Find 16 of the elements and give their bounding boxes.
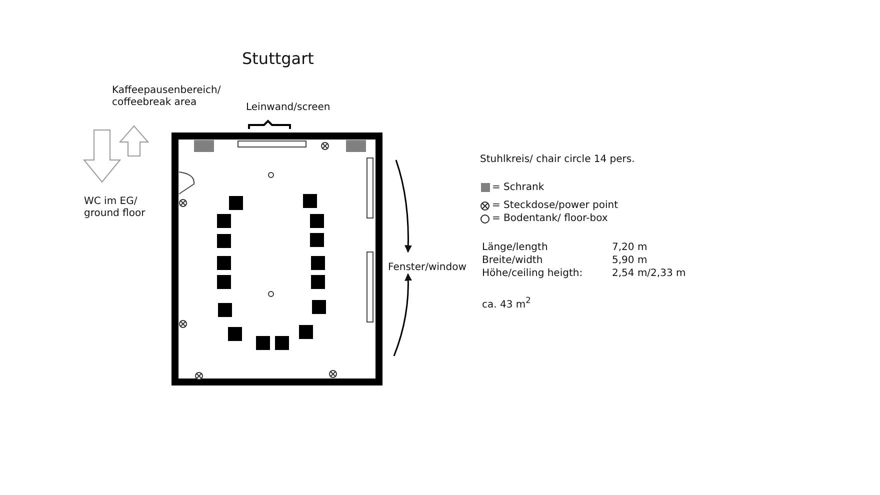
area-text: ca. 43 m$^{2}$ [482,294,531,312]
table-cell: Höhe/ceiling heigth: [482,268,583,280]
area-label: Kaffeepausenbereich/ coffeebreak area [112,85,222,109]
table-cell: 2,54 m/2,33 m [612,268,686,280]
table-cell: Länge/length [482,242,548,254]
note-text: Stuhlkreis/ chair circle 14 pers. [480,154,635,166]
plan-title: Stuttgart [242,50,314,68]
area-label: WC im EG/ ground floor [84,196,146,220]
table-cell: 5,90 m [612,255,648,267]
legend-label: = Steckdose/power point [492,200,618,212]
window-label: Fenster/window [388,262,466,274]
legend-label: = Schrank [492,182,544,194]
screen-label: Leinwand/screen [246,102,330,114]
table-cell: Breite/width [482,255,543,267]
legend-label: = Bodentank/ floor-box [492,213,608,225]
table-cell: 7,20 m [612,242,648,254]
